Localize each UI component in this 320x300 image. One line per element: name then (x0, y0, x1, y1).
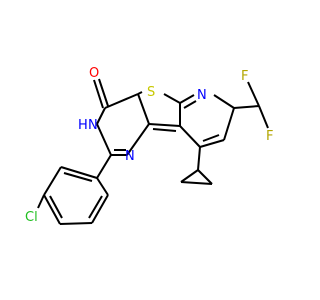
bond-c6-c7-double (202, 134, 220, 142)
atom-label-o: O (89, 66, 99, 81)
bond-layer (37, 78, 269, 225)
bond-n3-c2 (96, 123, 112, 156)
bond-c4-o-double (98, 78, 109, 107)
bond-c4-n3 (96, 107, 106, 125)
bond-ph-3 (59, 222, 93, 225)
bond-c3a-c8a (148, 123, 181, 127)
bond-c5-chf2 (233, 105, 260, 109)
bond-c7a-npyr-double (183, 100, 197, 109)
bond-ph-cl (37, 194, 45, 209)
bond-c6-c7 (199, 139, 225, 148)
bond-c7-cyclopropyl (197, 146, 201, 171)
bond-s-c7a (163, 93, 181, 104)
bond-c2-ph (96, 154, 112, 179)
atom-label-cl: Cl (25, 210, 38, 225)
atom-label-nh-n: N (88, 118, 98, 133)
molecule-structure: O S H N N N F F Cl (25, 66, 273, 225)
bond-c7-c3a (179, 125, 201, 148)
bond-ph-6 (60, 166, 98, 179)
bond-cp-b (197, 169, 213, 185)
bond-npyr-c5 (213, 94, 235, 109)
bond-chf2-f1 (247, 81, 260, 107)
bond-cp-c (180, 181, 213, 185)
atom-label-f2: F (266, 129, 273, 144)
atom-label-n-pyridine: N (197, 88, 207, 103)
bond-ph-2-double (88, 195, 103, 219)
bond-c4a-s (137, 91, 143, 95)
atom-label-s: S (147, 85, 155, 100)
bond-c5-c6 (223, 107, 235, 141)
bond-ph-4 (43, 194, 61, 225)
bond-c4-o (93, 79, 104, 109)
bond-c7a-npyr (179, 94, 195, 104)
bond-ph-1 (96, 177, 109, 196)
bond-ph-6-double (63, 172, 93, 182)
bond-c8a-c4a (137, 93, 150, 125)
bond-chf2-f2 (258, 105, 269, 129)
atom-label-f1: F (241, 69, 248, 84)
atom-label-layer: O S H N N N F F Cl (25, 66, 273, 225)
atom-label-n1: N (125, 149, 135, 164)
bond-c3a-c8a-double (152, 128, 177, 132)
bond-ph-4-double (49, 195, 63, 219)
bond-ph-5 (43, 166, 62, 196)
molecule-diagram: O S H N N N F F Cl (25, 66, 273, 225)
bond-n1-c8a (126, 123, 150, 156)
bond-cp-a (180, 169, 199, 183)
bond-ph-2 (91, 194, 109, 224)
bond-c4a-c4 (104, 93, 139, 109)
atom-label-nh-h: H (78, 118, 88, 133)
